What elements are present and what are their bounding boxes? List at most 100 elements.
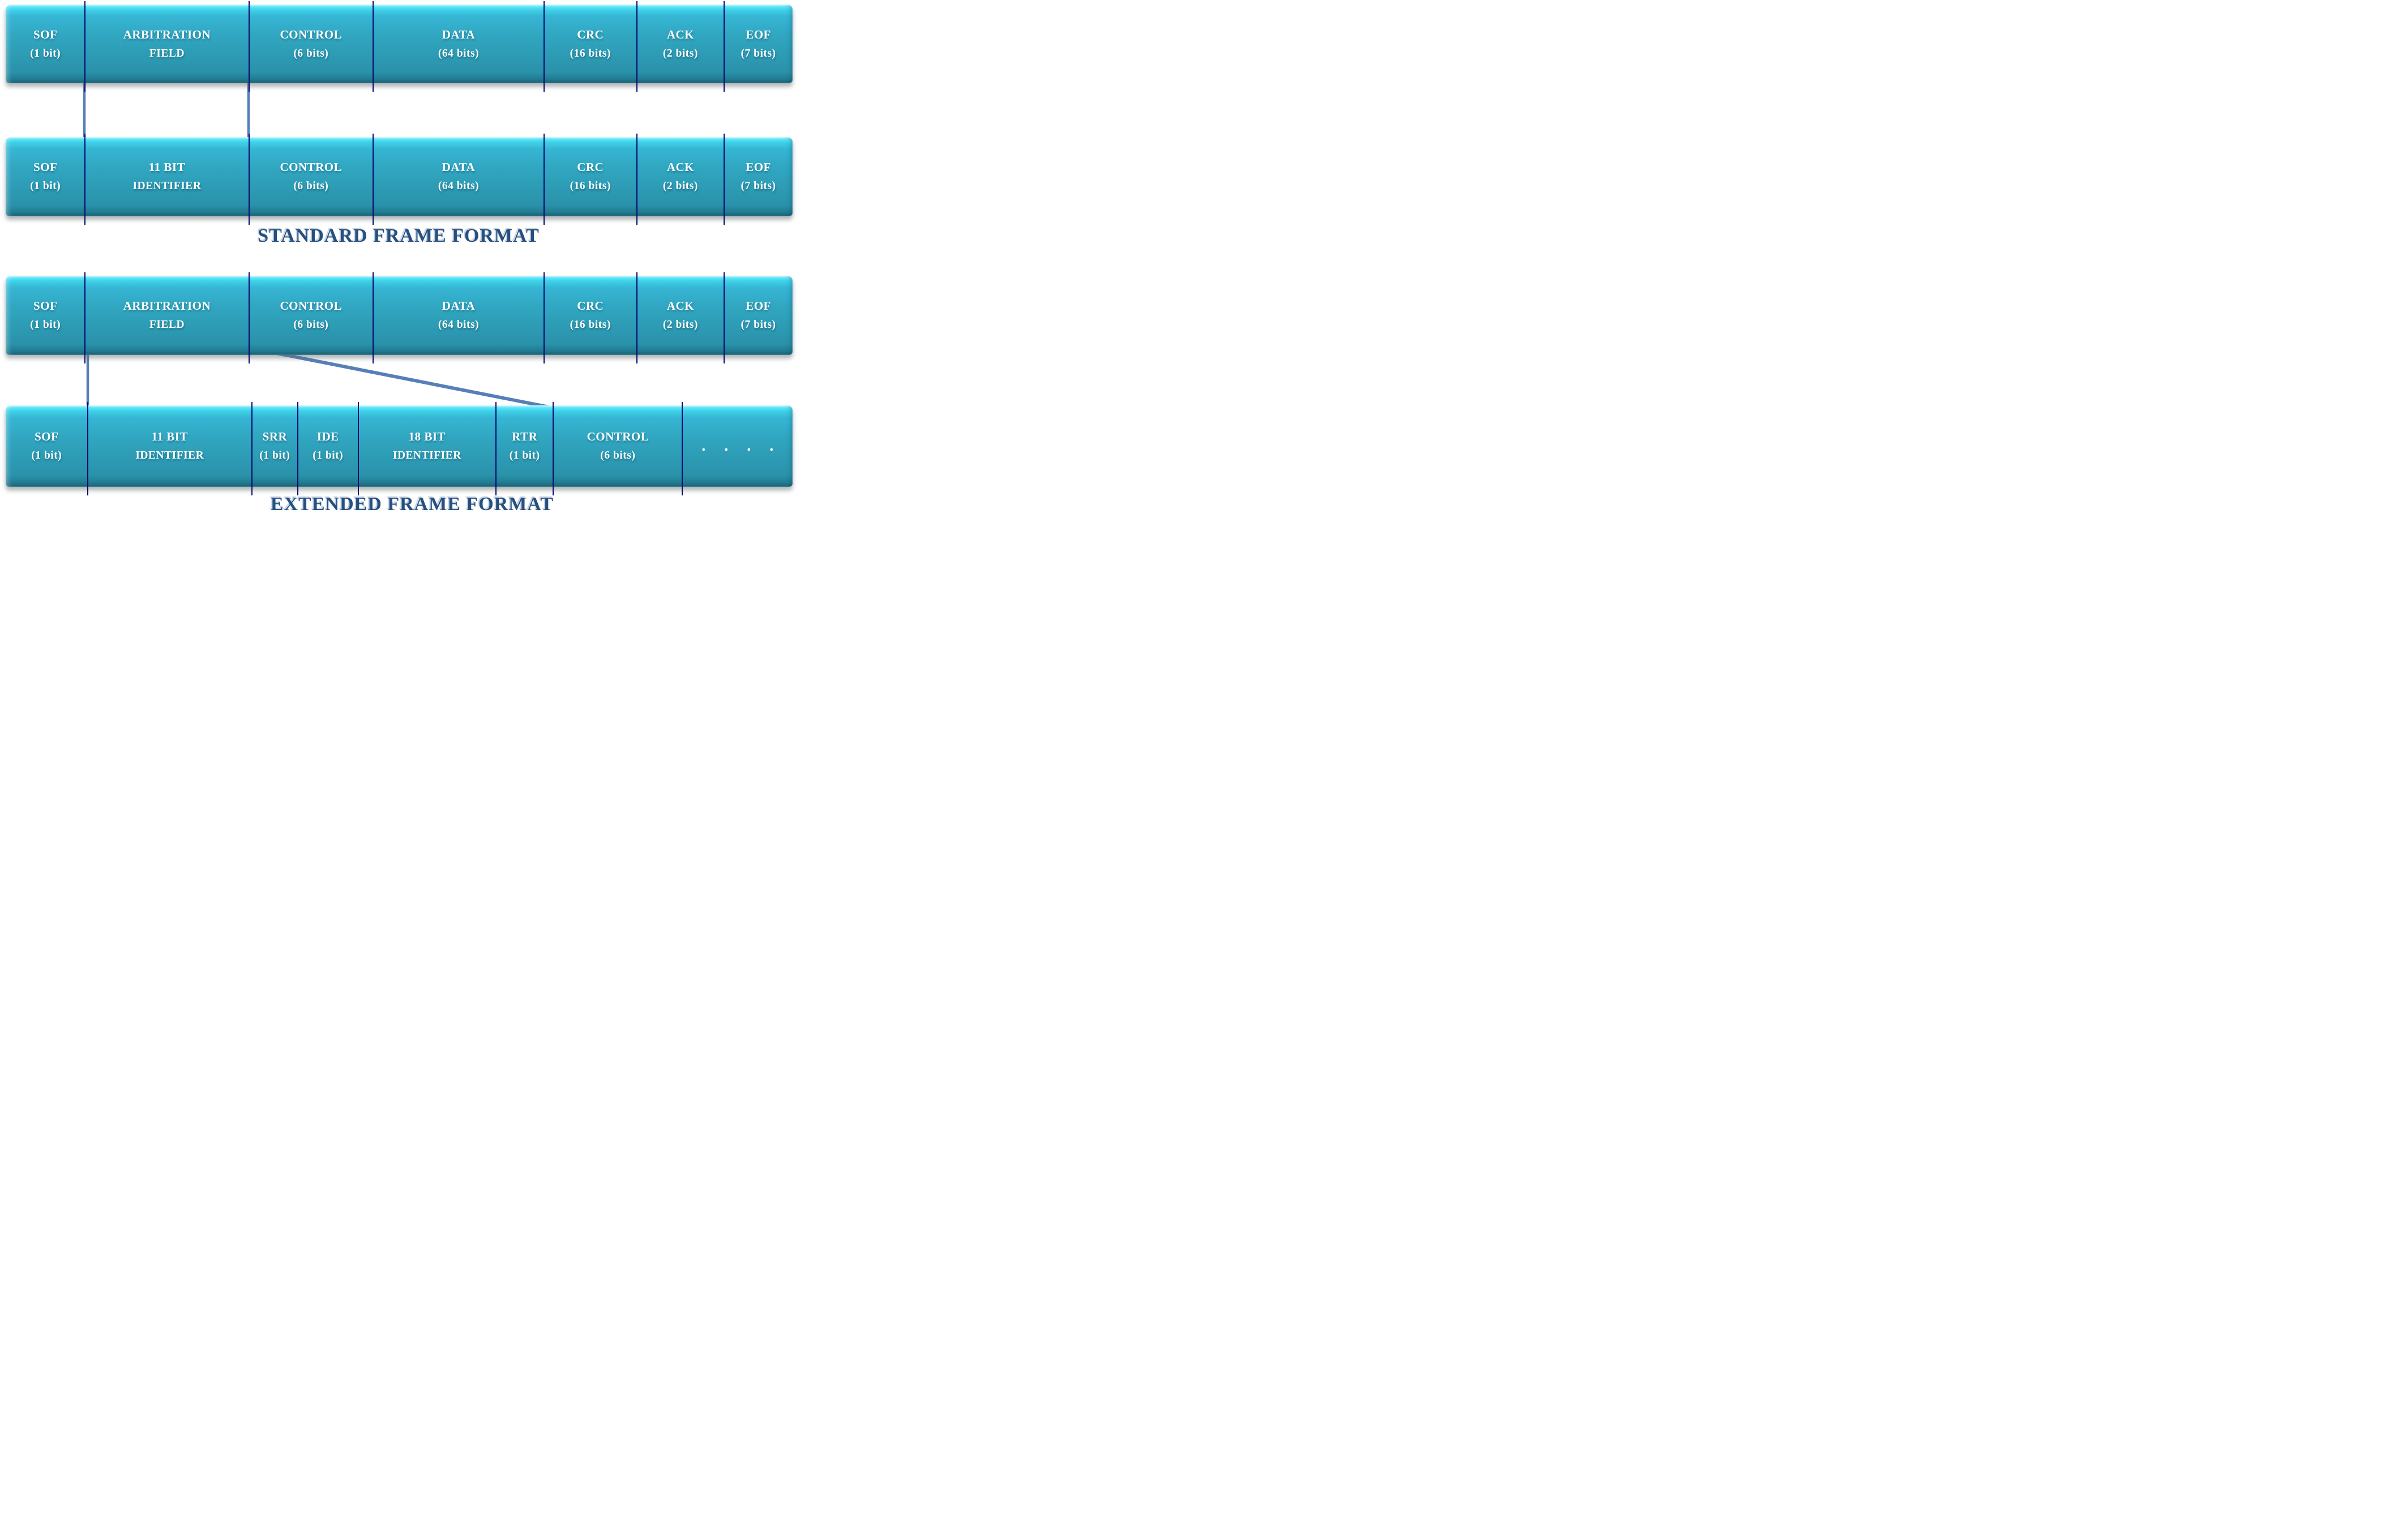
frame-segment-srr: SRR (1 bit) (252, 405, 298, 487)
segment-label: ACK (666, 27, 694, 41)
segment-label: CRC (577, 299, 604, 313)
segment-sublabel: IDENTIFIER (132, 180, 202, 192)
segment-divider (373, 272, 374, 363)
segment-sublabel: (16 bits) (570, 180, 611, 192)
frame-segment-control: CONTROL(6 bits) (249, 5, 374, 83)
segment-label: DATA (442, 160, 476, 174)
frame-segment-control: CONTROL (6 bits) (249, 137, 374, 216)
segment-divider (724, 1, 725, 92)
segment-label: CONTROL (280, 27, 343, 41)
frame-segment-eof: EOF (7 bits) (724, 276, 793, 355)
segment-sublabel: (1 bit) (30, 47, 61, 59)
frame-segment-data: DATA (64 bits) (373, 5, 544, 83)
frame-segment-arbitration-field: ARBITRATION FIELD (85, 5, 249, 83)
segment-sublabel: FIELD (149, 319, 185, 331)
segment-divider (495, 402, 497, 495)
segment-sublabel: (2 bits) (662, 180, 698, 192)
segment-label: 11 BIT (148, 160, 186, 174)
segment-sublabel: IDENTIFIER (392, 450, 461, 462)
segment-label: EOF (746, 299, 771, 313)
segment-label: SOF (35, 430, 59, 444)
segment-sublabel: (7 bits) (741, 47, 776, 59)
segment-sublabel: (64 bits) (438, 47, 480, 59)
segment-label: EOF (746, 160, 771, 174)
segment-label: ACK (666, 160, 694, 174)
segment-label: CONTROL (280, 160, 343, 174)
segment-label: DATA (442, 27, 476, 41)
segment-sublabel: (1 bit) (509, 450, 540, 462)
segment-divider (682, 402, 683, 495)
frame-segment-data: DATA (64 bits) (373, 276, 544, 355)
segment-sublabel: (2 bits) (662, 47, 698, 59)
segment-divider (84, 272, 86, 363)
segment-divider (87, 402, 88, 495)
frame-segment-rtr: RTR (1 bit) (496, 405, 553, 487)
segment-sublabel: FIELD (149, 47, 185, 59)
segment-divider (636, 272, 637, 363)
segment-divider (297, 402, 298, 495)
segment-label: ARBITRATION (123, 27, 211, 41)
frame-segment-ack: ACK (2 bits) (637, 276, 724, 355)
segment-divider (724, 272, 725, 363)
segment-sublabel: (1 bit) (259, 450, 290, 462)
standard-frame-format-title: STANDARD FRAME FORMAT (258, 225, 540, 246)
segment-label: CONTROL (587, 430, 649, 444)
frame-segment-crc: CRC (16 bits) (544, 276, 637, 355)
frame-segment-sof: SOF (1 bit) (6, 276, 85, 355)
segment-sublabel: (6 bits) (600, 450, 636, 462)
segment-label: SOF (33, 299, 58, 313)
segment-label: CRC (577, 27, 604, 41)
segment-divider (373, 134, 374, 225)
segment-divider (373, 1, 374, 92)
frame-segment-identifier-11bit: 11 BIT IDENTIFIER (85, 137, 249, 216)
segment-divider (248, 134, 250, 225)
segment-sublabel: (64 bits) (438, 319, 480, 331)
segment-divider (636, 1, 637, 92)
segment-sublabel: (6 bits) (293, 319, 329, 331)
segment-label: CRC (577, 160, 604, 174)
segment-divider (724, 134, 725, 225)
frame-segment-eof: EOF (7 bits) (724, 137, 793, 216)
segment-divider (543, 1, 545, 92)
segment-sublabel: (64 bits) (438, 180, 480, 192)
frame-segment-sof: SOF (1 bit) (6, 5, 85, 83)
segment-sublabel: (7 bits) (741, 319, 776, 331)
segment-label: SOF (33, 27, 58, 41)
segment-sublabel: (1 bit) (31, 450, 62, 462)
standard-frame-detail-bar: SOF (1 bit) 11 BIT IDENTIFIER CONTROL (6 bits… (6, 134, 793, 225)
frame-segment-eof: EOF(7 bits) (724, 5, 793, 83)
segment-sublabel: (16 bits) (570, 319, 611, 331)
segment-sublabel: (1 bit) (30, 180, 61, 192)
segment-sublabel: (6 bits) (293, 180, 329, 192)
segment-sublabel: (2 bits) (662, 319, 698, 331)
segment-divider (543, 134, 545, 225)
frame-segment-data: DATA (64 bits) (373, 137, 544, 216)
frame-segment-identifier-18bit: 18 BIT IDENTIFIER (358, 405, 496, 487)
segment-label: SRR (262, 430, 288, 444)
segment-label: DATA (442, 299, 476, 313)
segment-divider (553, 402, 554, 495)
frame-segment-control: CONTROL(6 bits) (249, 276, 374, 355)
segment-label: IDE (316, 430, 339, 444)
segment-label: ACK (666, 299, 694, 313)
segment-label: SOF (33, 160, 58, 174)
segment-label: RTR (512, 430, 538, 444)
frame-segment-sof: SOF (1 bit) (6, 137, 85, 216)
frame-segment-ide: IDE(1 bit) (298, 405, 358, 487)
segment-label: 18 BIT (408, 430, 446, 444)
segment-divider (543, 272, 545, 363)
frame-segment-ack: ACK (2 bits) (637, 137, 724, 216)
segment-divider (248, 272, 250, 363)
extended-frame-format-title: EXTENDED FRAME FORMAT (270, 494, 554, 514)
segment-sublabel: (7 bits) (741, 180, 776, 192)
frame-segment-continuation-dots: . . . . (682, 405, 793, 487)
frame-segment-crc: CRC (16 bits) (544, 137, 637, 216)
segment-label: 11 BIT (151, 430, 188, 444)
segment-sublabel: (1 bit) (30, 319, 61, 331)
segment-label: . . . . (701, 437, 781, 455)
segment-divider (248, 1, 250, 92)
